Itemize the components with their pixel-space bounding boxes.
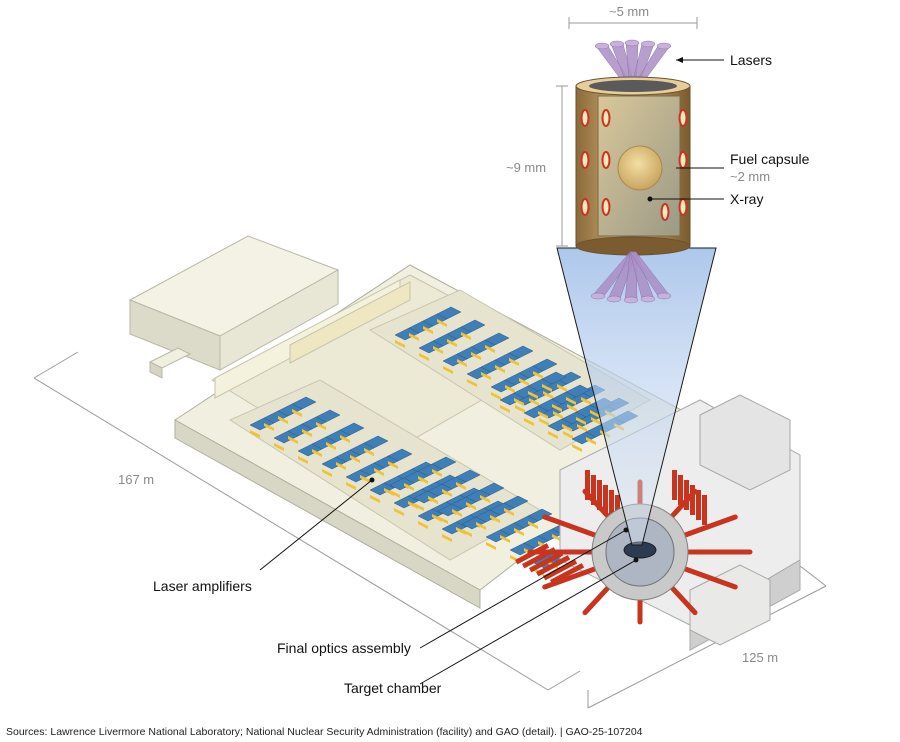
detail-width-label: ~5 mm: [609, 4, 650, 19]
facility-length-dimension: [33, 351, 581, 691]
final-optics-assembly-label: Final optics assembly: [277, 640, 411, 656]
detail-width-dimension: [568, 17, 698, 29]
fuel-capsule-label: Fuel capsule: [730, 151, 810, 167]
detail-height-dimension: [556, 85, 568, 247]
fuel-capsule: [617, 145, 663, 191]
lasers-label: Lasers: [730, 52, 773, 68]
leader-dots: [369, 57, 683, 563]
beam-transport-tubes: [515, 470, 753, 625]
fuel-capsule-size: ~2 mm: [730, 169, 771, 184]
detail-height-label: ~9 mm: [506, 160, 547, 175]
sources-footer: Sources: Lawrence Livermore National Lab…: [6, 726, 643, 738]
hohlraum-detail: [575, 39, 691, 304]
laser-beams-bottom: [590, 251, 672, 304]
xray-label: X-ray: [730, 191, 764, 207]
target-chamber-label: Target chamber: [344, 680, 442, 696]
leader-lines: [259, 59, 724, 685]
laser-amplifiers-label: Laser amplifiers: [153, 578, 252, 594]
facility-length-label: 167 m: [118, 472, 155, 487]
facility-width-dimension: [587, 565, 827, 709]
target-chamber: [591, 503, 689, 601]
facility-width-label: 125 m: [742, 650, 779, 665]
support-building: [128, 235, 340, 379]
